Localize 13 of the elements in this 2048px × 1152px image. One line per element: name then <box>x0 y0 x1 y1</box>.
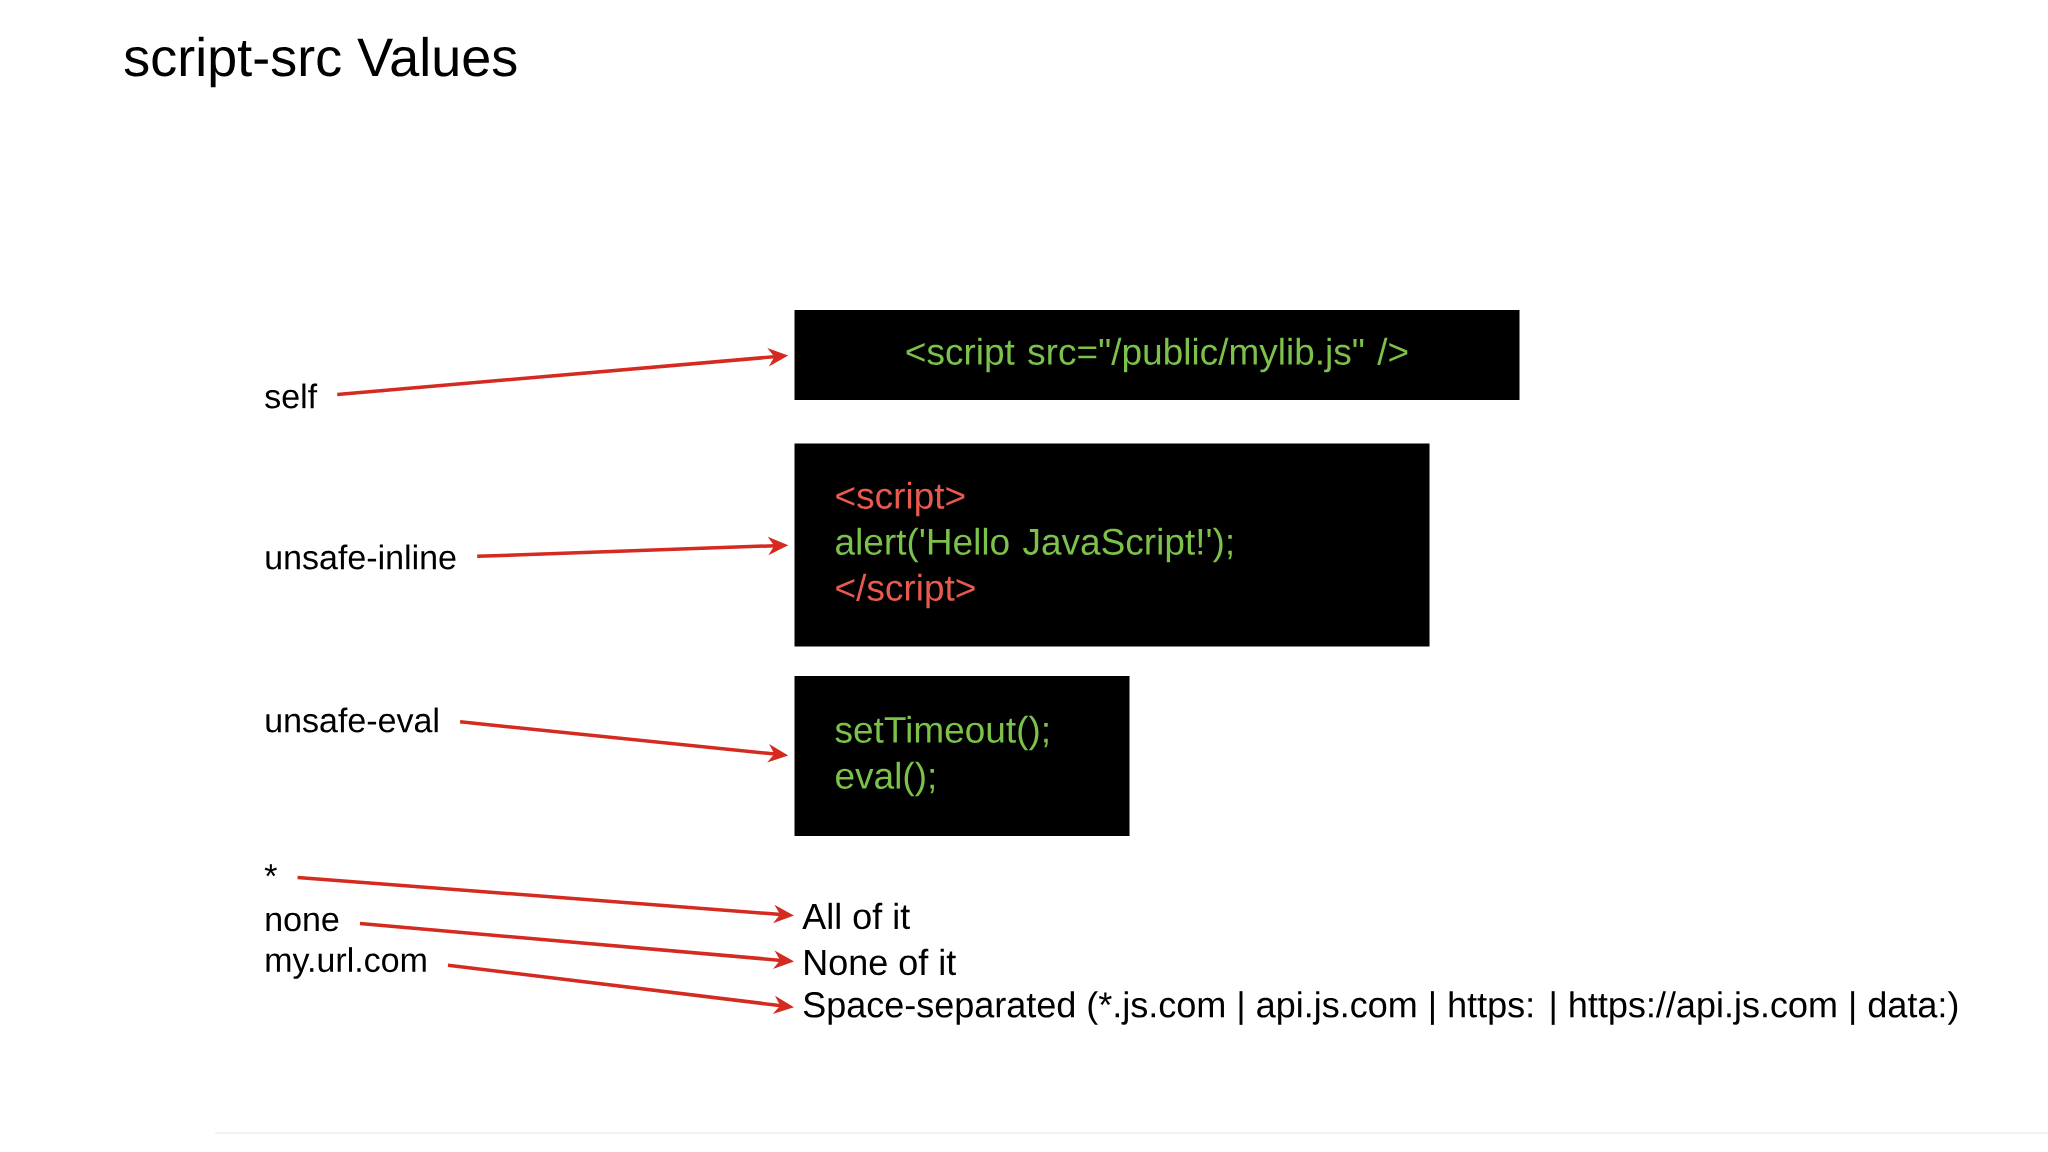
option-label: my.url.com <box>266 947 426 979</box>
code-box: <script> alert('Hello JavaScript!'); </script> <box>794 443 1430 647</box>
option-label: unsafe-inline <box>266 544 456 570</box>
option-label: self <box>265 383 318 409</box>
description-text: Space-separated (*.js.com | api.js.com | https: | https://api.js.com | data:) <box>803 991 1958 1025</box>
title: script-src Values <box>124 36 517 88</box>
code-box: setTimeout(); eval(); <box>794 676 1130 836</box>
option-label: none <box>266 912 339 932</box>
description-text: None of it <box>805 948 956 976</box>
code-box: <script src="/public/mylib.js" /> <box>794 310 1520 400</box>
description-text: All of it <box>802 902 910 930</box>
option-label: * <box>264 864 277 877</box>
option-label: unsafe-eval <box>266 707 438 733</box>
